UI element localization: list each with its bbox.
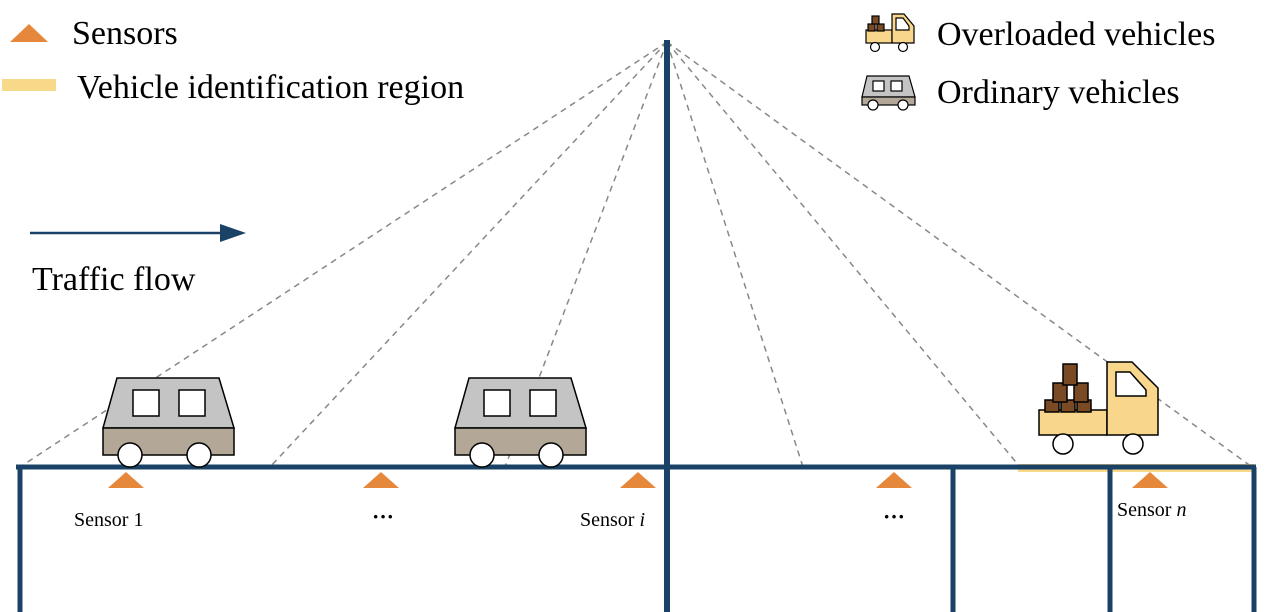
legend-truck-wheel bbox=[897, 41, 909, 53]
sensor-i-icon bbox=[620, 472, 656, 488]
legend-barrel bbox=[867, 23, 876, 32]
legend-ordinary-label: Ordinary vehicles bbox=[937, 74, 1180, 111]
legend-left: Sensors Vehicle identification region bbox=[2, 15, 464, 106]
sensor-2-icon bbox=[363, 472, 399, 488]
legend-overloaded-label: Overloaded vehicles bbox=[937, 16, 1216, 53]
sensor-gap-ellipsis-2: ··· bbox=[883, 504, 905, 529]
traffic-flow-arrow bbox=[30, 224, 246, 242]
legend-truck-bed bbox=[865, 29, 893, 44]
car-window bbox=[529, 389, 557, 417]
barrel bbox=[1060, 399, 1076, 413]
legend-barrel bbox=[871, 15, 880, 25]
truck-bed bbox=[1038, 409, 1108, 436]
cable bbox=[19, 41, 668, 468]
sensor-gap-ellipsis-1: ··· bbox=[372, 504, 394, 529]
sensors bbox=[108, 472, 1168, 488]
sensor-i-var: i bbox=[639, 509, 645, 531]
car-window bbox=[178, 389, 206, 417]
legend-cargo bbox=[867, 15, 885, 32]
sensor-n-label: Sensor n bbox=[1117, 499, 1186, 521]
legend-barrel bbox=[876, 23, 885, 32]
legend-car-body bbox=[861, 96, 916, 106]
sensor-i-prefix: Sensor bbox=[580, 509, 639, 531]
car-cabin bbox=[102, 377, 236, 429]
legend-truck-wheel bbox=[869, 41, 881, 53]
legend-car-wheel bbox=[897, 99, 909, 111]
car-wheel bbox=[186, 442, 212, 468]
car-window bbox=[483, 389, 511, 417]
barrel bbox=[1062, 363, 1078, 386]
sensor-1-icon bbox=[108, 472, 144, 488]
sensor-n-var: n bbox=[1176, 499, 1186, 521]
legend-car-window bbox=[872, 80, 885, 92]
ordinary-vehicle-2 bbox=[454, 377, 588, 468]
legend-car-cabin bbox=[861, 75, 916, 98]
barrel bbox=[1044, 399, 1060, 413]
cable bbox=[269, 41, 668, 468]
sensor-n-icon bbox=[1132, 472, 1168, 488]
legend-sensors-label: Sensors bbox=[72, 15, 178, 52]
legend-region-label: Vehicle identification region bbox=[77, 69, 464, 106]
piers bbox=[17, 467, 1257, 612]
truck-wheel bbox=[1122, 433, 1144, 455]
legend-car-window bbox=[890, 80, 903, 92]
cargo-barrels bbox=[1044, 363, 1092, 413]
barrel bbox=[1052, 382, 1068, 403]
ordinary-vehicle-1 bbox=[102, 377, 236, 468]
cable bbox=[666, 41, 1021, 468]
sensor-1-label: Sensor 1 bbox=[74, 509, 143, 531]
truck-wheel bbox=[1052, 433, 1074, 455]
sensor-i-label: Sensor i bbox=[580, 509, 645, 531]
legend-sensor-icon bbox=[10, 24, 48, 42]
barrel bbox=[1073, 382, 1089, 403]
car-wheel bbox=[117, 442, 143, 468]
sensor-n-prefix: Sensor bbox=[1117, 499, 1176, 521]
truck-cab bbox=[1106, 361, 1159, 436]
overloaded-vehicle bbox=[1038, 361, 1159, 455]
car-wheel bbox=[469, 442, 495, 468]
car-body bbox=[102, 427, 235, 456]
arrow-head-icon bbox=[220, 224, 246, 242]
cable bbox=[666, 41, 804, 468]
legend-region-icon bbox=[2, 79, 56, 91]
legend-right: Overloaded vehicles Ordinary vehicles bbox=[861, 13, 1216, 111]
truck-window bbox=[1115, 371, 1147, 397]
car-wheel bbox=[538, 442, 564, 468]
legend-car-icon bbox=[861, 75, 916, 111]
traffic-flow-label: Traffic flow bbox=[32, 261, 196, 298]
car-cabin bbox=[454, 377, 588, 429]
car-window bbox=[132, 389, 160, 417]
legend-truck-icon bbox=[865, 13, 915, 53]
legend-car-wheel bbox=[867, 99, 879, 111]
sensor-4-icon bbox=[876, 472, 912, 488]
legend-truck-window bbox=[895, 17, 910, 31]
